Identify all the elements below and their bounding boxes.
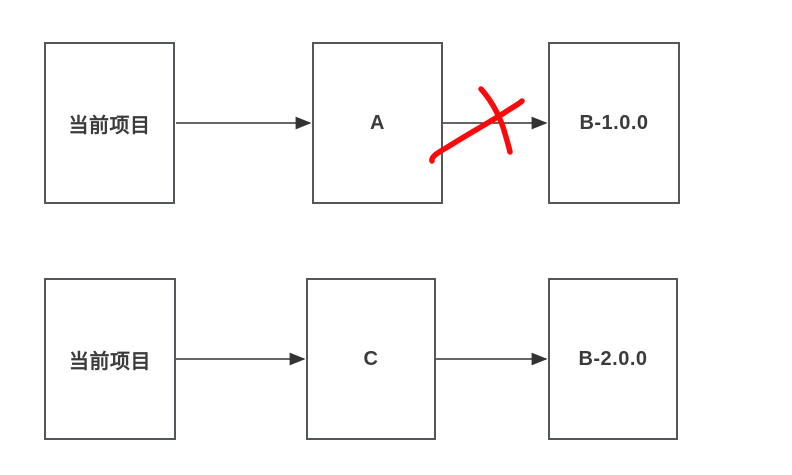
node-dependency-b-2-0-0: B-2.0.0 (548, 278, 678, 440)
node-label: B-2.0.0 (578, 347, 648, 370)
node-dependency-b-1-0-0: B-1.0.0 (548, 42, 680, 204)
node-label: 当前项目 (69, 350, 151, 373)
node-dependency-a: A (312, 42, 443, 204)
node-label: B-1.0.0 (579, 111, 649, 134)
node-current-project-row2: 当前项目 (44, 278, 176, 440)
node-label: C (363, 347, 379, 370)
node-dependency-c: C (306, 278, 436, 440)
cross-out-x-icon (429, 86, 525, 164)
node-label: 当前项目 (68, 114, 151, 137)
node-current-project-row1: 当前项目 (44, 42, 175, 204)
node-label: A (370, 111, 385, 134)
